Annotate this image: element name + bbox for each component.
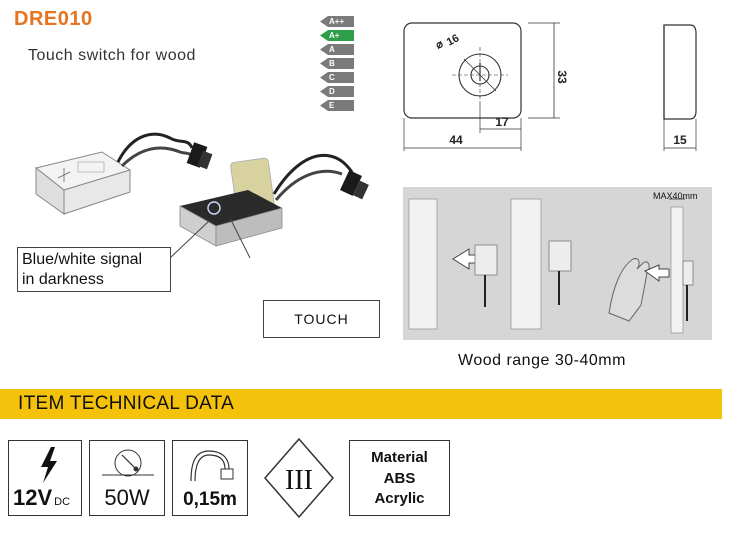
installation-drawing [408, 198, 694, 334]
max-thickness-label: MAX40mm [653, 191, 698, 201]
product-code: DRE010 [14, 8, 93, 30]
voltage-value: 12V [13, 485, 53, 510]
material-acrylic: Acrylic [374, 490, 425, 507]
signal-callout: Blue/white signal in darkness [17, 247, 171, 292]
wood-range-caption: Wood range 30-40mm [458, 352, 626, 369]
installation-illustration: MAX40mm [403, 187, 712, 340]
dimension-depth: 15 [673, 133, 687, 147]
protection-class-value: III [285, 465, 313, 496]
touch-switch [179, 157, 283, 247]
cable-length-value: 0,15m [183, 489, 237, 510]
front-dimension-drawing: ⌀ 16 33 44 17 [403, 22, 569, 151]
driver-box [34, 151, 132, 215]
energy-class-e: E [320, 100, 354, 111]
voltage-unit: DC [54, 496, 71, 508]
spec-cable: 0,15m [172, 440, 248, 516]
dimension-width: 44 [449, 133, 463, 147]
side-dimension-drawing: 15 [663, 24, 697, 151]
energy-class-a-plus: A+ [320, 30, 354, 41]
power-meter-icon [102, 449, 154, 477]
technical-data-title: ITEM TECHNICAL DATA [18, 393, 235, 414]
material-abs: ABS [383, 470, 416, 487]
energy-class-a: A [320, 44, 354, 55]
spec-power: 50W [89, 440, 165, 516]
dimension-offset: 17 [495, 115, 509, 129]
technical-data-banner: ITEM TECHNICAL DATA [0, 389, 722, 419]
product-name: Touch switch for wood [28, 47, 196, 64]
dimension-diameter: 16 [445, 32, 461, 48]
product-illustration [34, 132, 369, 258]
protection-class-icon: III [264, 437, 334, 519]
svg-text:⌀: ⌀ [434, 38, 446, 52]
lightning-icon [41, 447, 57, 483]
energy-class-a-plus-plus: A++ [320, 16, 354, 27]
power-value: 50W [104, 485, 150, 510]
dimension-height: 33 [555, 70, 569, 84]
energy-class-b: B [320, 58, 354, 69]
signal-callout-line2: in darkness [22, 271, 104, 288]
spec-material: Material ABS Acrylic [349, 440, 450, 516]
touch-callout: TOUCH [263, 300, 380, 338]
cable-icon [190, 450, 234, 482]
energy-class-c: C [320, 72, 354, 83]
signal-callout-line1: Blue/white signal [22, 251, 143, 268]
material-label: Material [371, 449, 428, 466]
energy-class-d: D [320, 86, 354, 97]
